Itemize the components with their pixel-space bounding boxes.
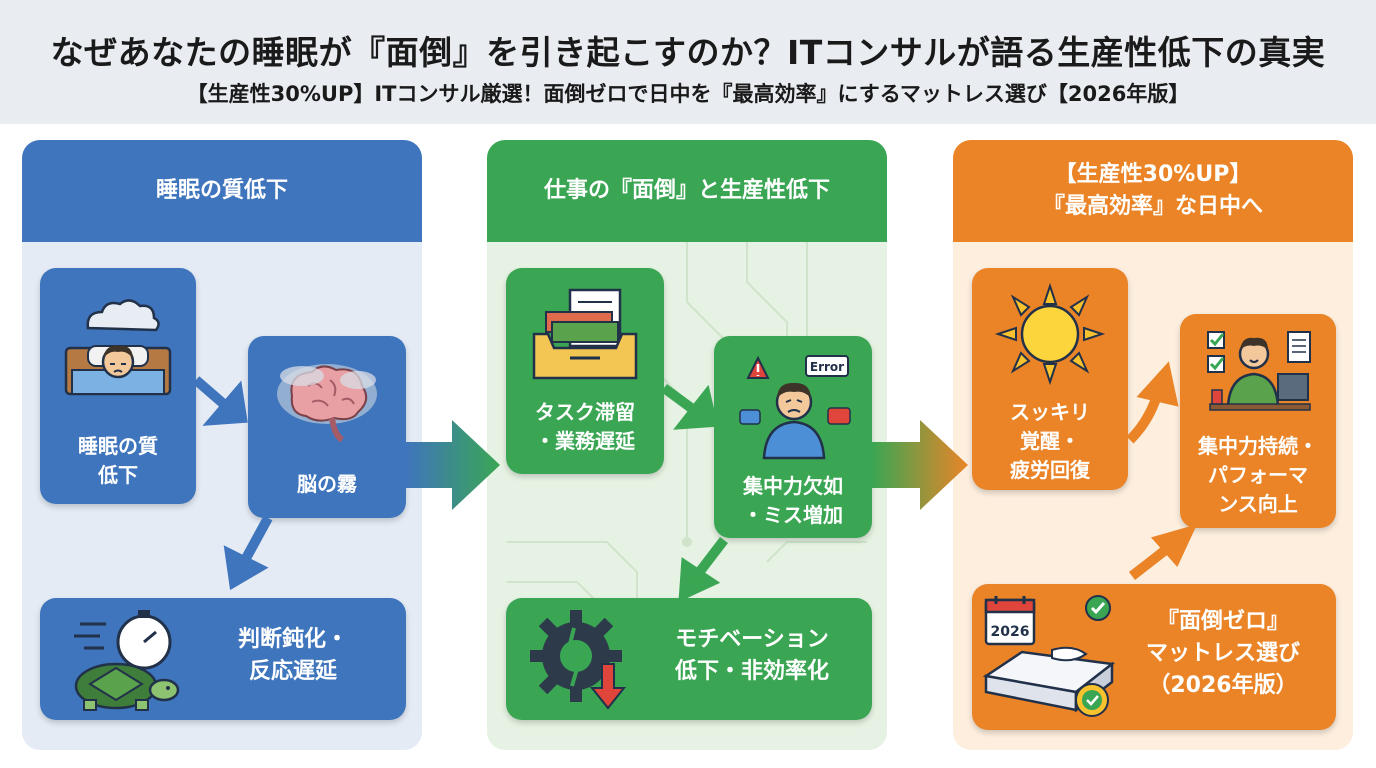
mattress-calendar-icon: 2026 xyxy=(982,595,1116,717)
judgment-delay-line1: 判断鈍化・ xyxy=(237,627,348,652)
refreshed-box: スッキリ 覚醒・ 疲労回復 xyxy=(972,268,1128,490)
focus-loss-line2: ・ミス増加 xyxy=(743,503,843,527)
panel-work-heading-text: 仕事の『面倒』と生産性低下 xyxy=(543,178,830,204)
task-backlog-line1: タスク滞留 xyxy=(535,400,635,424)
sleep-quality-line1: 睡眠の質 xyxy=(78,434,158,458)
sleeping-person-icon xyxy=(64,299,172,396)
performance-line1: 集中力持続・ xyxy=(1198,434,1318,458)
header-banner: なぜあなたの睡眠が『面倒』を引き起こすのか？ITコンサルが語る生産性低下の真実 … xyxy=(0,0,1376,124)
panel-result-heading: 【生産性30%UP】 『最高効率』な日中へ xyxy=(953,140,1353,242)
inbox-tray-icon xyxy=(532,288,638,380)
panel-result-heading-line2: 『最高効率』な日中へ xyxy=(1042,194,1263,219)
panel-work-heading: 仕事の『面倒』と生産性低下 xyxy=(487,140,887,242)
page-title: なぜあなたの睡眠が『面倒』を引き起こすのか？ITコンサルが語る生産性低下の真実 xyxy=(50,33,1326,72)
performance-line2: パフォーマ xyxy=(1208,463,1308,487)
panel-result-heading-line1: 【生産性30%UP】 xyxy=(1054,162,1252,188)
error-tag: Error xyxy=(810,360,844,374)
focus-loss-line1: 集中力欠如 xyxy=(743,474,843,498)
sleep-quality-line2: 低下 xyxy=(98,463,138,487)
brain-fog-box: 脳の霧 xyxy=(248,336,406,518)
performance-box: 集中力持続・ パフォーマ ンス向上 xyxy=(1180,314,1336,528)
refreshed-line2: 覚醒・ xyxy=(1020,429,1080,453)
motivation-loss-line1: モチベーション xyxy=(675,627,829,652)
productive-worker-icon xyxy=(1207,331,1311,411)
mattress-selection-line2: マットレス選び xyxy=(1145,640,1300,666)
brain-fog-icon xyxy=(277,364,377,443)
panel-sleep-heading: 睡眠の質低下 xyxy=(22,140,422,242)
page-subtitle: 【生産性30%UP】ITコンサル厳選！面倒ゼロで日中を『最高効率』にするマットレ… xyxy=(186,82,1190,106)
sleep-quality-box: 睡眠の質 低下 xyxy=(40,268,196,504)
turtle-stopwatch-icon xyxy=(74,610,180,711)
sun-icon xyxy=(994,282,1106,386)
refreshed-line3: 疲労回復 xyxy=(1010,458,1090,482)
mattress-selection-line1: 『面倒ゼロ』 xyxy=(1156,609,1289,634)
judgment-delay-line2: 反応遅延 xyxy=(248,658,337,684)
performance-line3: ンス向上 xyxy=(1218,492,1298,516)
mattress-selection-box: 2026 『面倒ゼロ』 マットレス選び （2026年版） xyxy=(972,584,1336,730)
motivation-loss-line2: 低下・非効率化 xyxy=(674,658,829,684)
stressed-worker-icon: Error xyxy=(739,355,851,460)
judgment-delay-box: 判断鈍化・ 反応遅延 xyxy=(40,598,406,720)
refreshed-line1: スッキリ xyxy=(1010,400,1090,424)
task-backlog-line2: ・業務遅延 xyxy=(535,429,635,453)
mattress-selection-line3: （2026年版） xyxy=(1148,672,1298,698)
focus-loss-box: Error 集中力欠如 ・ミス増加 xyxy=(714,336,872,538)
calendar-year: 2026 xyxy=(991,624,1030,640)
brain-fog-label: 脳の霧 xyxy=(297,472,357,496)
motivation-loss-box: モチベーション 低下・非効率化 xyxy=(506,598,872,720)
task-backlog-box: タスク滞留 ・業務遅延 xyxy=(506,268,664,474)
broken-gear-icon xyxy=(530,610,627,710)
panel-sleep-heading-text: 睡眠の質低下 xyxy=(155,178,288,204)
